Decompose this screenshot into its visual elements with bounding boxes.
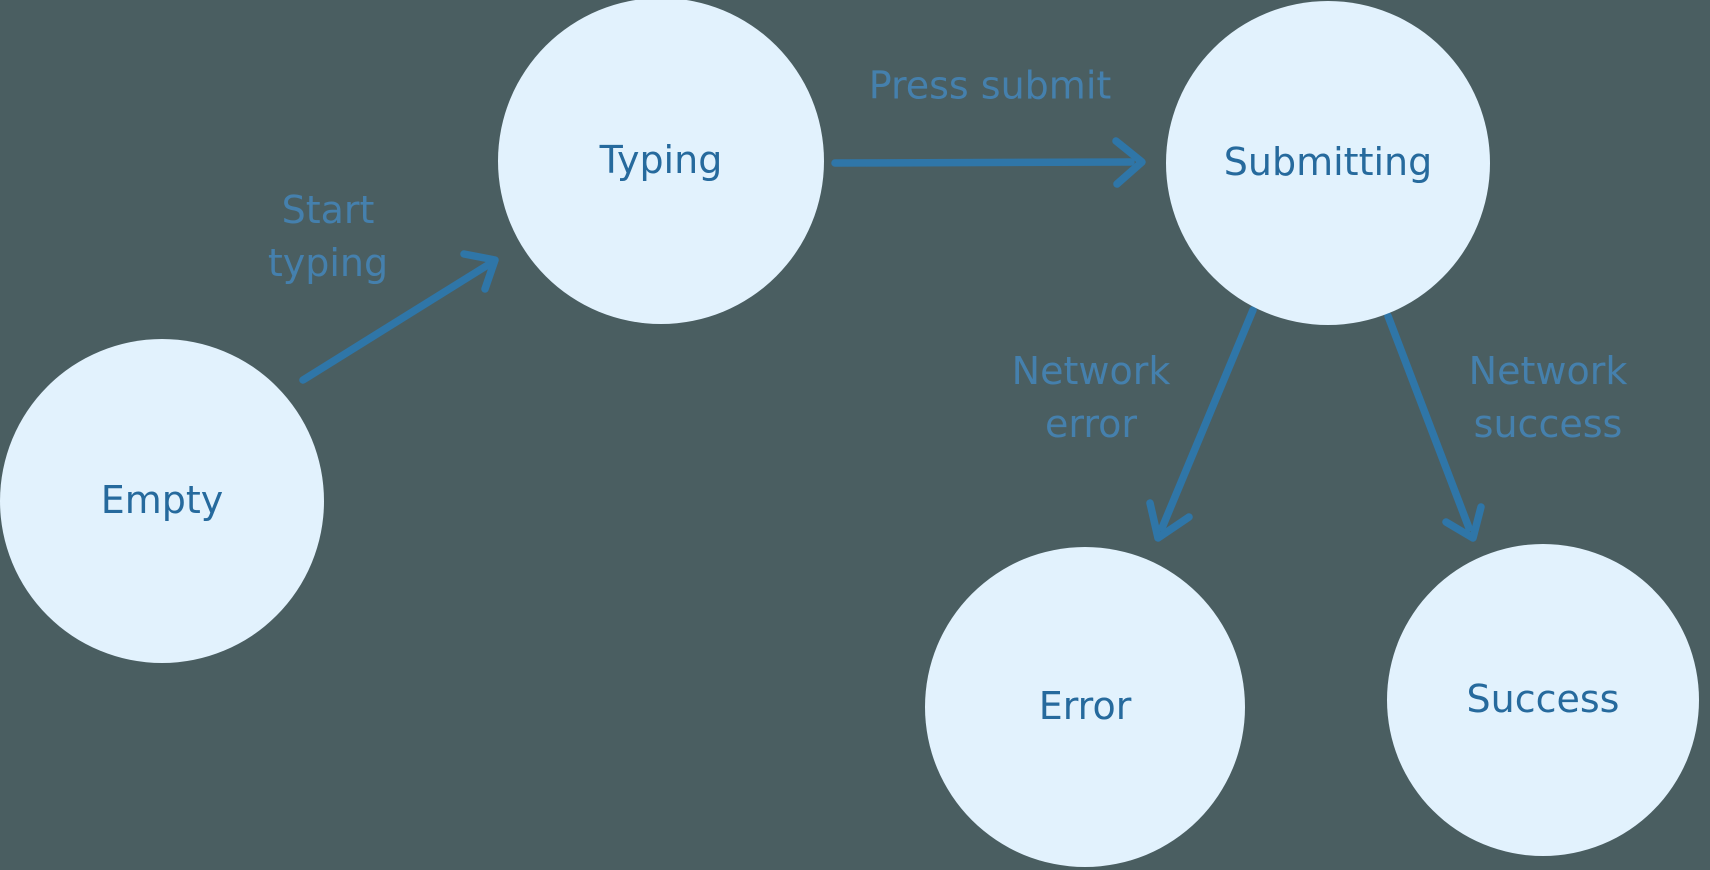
arrow-shaft bbox=[1384, 312, 1473, 532]
arrow-submitting-to-success bbox=[1384, 312, 1485, 542]
transition-label-start-typing: Start typing bbox=[268, 184, 388, 290]
arrow-typing-to-submitting bbox=[831, 137, 1146, 188]
state-label-success: Success bbox=[1466, 677, 1620, 722]
state-label-typing: Typing bbox=[599, 138, 723, 183]
arrowhead-icon bbox=[460, 250, 499, 293]
transition-label-line: Network bbox=[1011, 349, 1171, 393]
transition-label-line: Network bbox=[1468, 349, 1628, 393]
transition-label-line: Start bbox=[281, 188, 375, 232]
transition-label-network-error: Network error bbox=[1012, 345, 1171, 451]
state-label-submitting: Submitting bbox=[1223, 140, 1433, 185]
arrowhead-icon bbox=[1442, 503, 1485, 542]
state-node-submitting: Submitting bbox=[1166, 1, 1490, 325]
transition-label-line: Press submit bbox=[868, 63, 1112, 108]
arrow-shaft bbox=[1158, 306, 1257, 532]
arrowhead-icon bbox=[1112, 137, 1146, 188]
state-node-empty: Empty bbox=[0, 339, 324, 663]
arrow-empty-to-typing bbox=[299, 250, 499, 384]
state-label-empty: Empty bbox=[100, 478, 224, 523]
arrowhead-icon bbox=[1146, 499, 1193, 542]
arrow-shaft bbox=[299, 259, 495, 384]
state-node-typing: Typing bbox=[498, 0, 824, 324]
arrow-submitting-to-error bbox=[1146, 306, 1257, 542]
state-node-error: Error bbox=[925, 547, 1245, 867]
transition-label-network-success: Network success bbox=[1469, 345, 1628, 451]
transition-label-press-submit: Press submit bbox=[869, 60, 1112, 113]
transition-label-line: error bbox=[1044, 402, 1137, 446]
transition-label-line: typing bbox=[267, 241, 389, 285]
state-label-error: Error bbox=[1038, 684, 1132, 729]
state-node-success: Success bbox=[1387, 544, 1699, 856]
transition-label-line: success bbox=[1473, 402, 1623, 446]
arrow-shaft bbox=[831, 158, 1135, 167]
